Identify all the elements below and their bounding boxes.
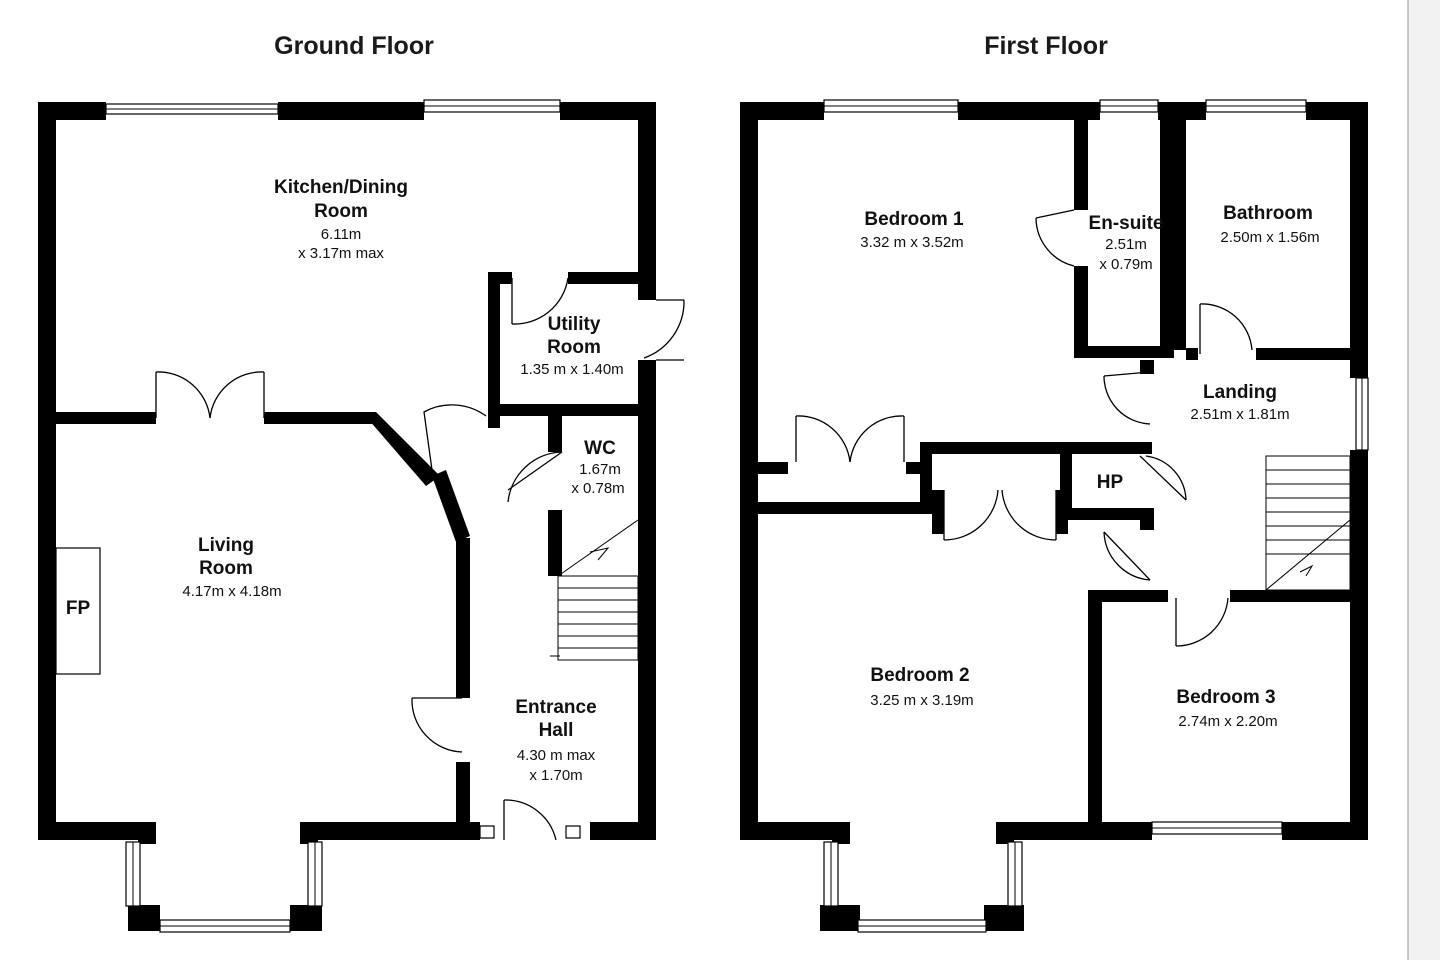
hp-label: HP — [1097, 472, 1124, 493]
wc-dim-2: x 0.78m — [571, 480, 624, 497]
ground-doors — [155, 277, 685, 841]
ground-staircase — [550, 519, 639, 661]
ground-windows — [105, 99, 581, 933]
right-margin-strip — [1408, 0, 1440, 960]
hall-name-1: Entrance — [515, 697, 596, 718]
ensuite-dim-2: x 0.79m — [1099, 256, 1152, 273]
bathroom-name: Bathroom — [1223, 203, 1313, 224]
first-floor-title: First Floor — [984, 32, 1108, 60]
ground-floor-title: Ground Floor — [274, 32, 434, 60]
landing-name: Landing — [1203, 382, 1277, 403]
first-windows — [823, 99, 1369, 933]
utility-dim: 1.35 m x 1.40m — [520, 361, 623, 378]
landing-dim: 2.51m x 1.81m — [1190, 406, 1289, 423]
bedroom2-dim: 3.25 m x 3.19m — [870, 692, 973, 709]
kitchen-name-2: Room — [314, 201, 368, 222]
kitchen-dim-1: 6.11m — [321, 226, 362, 243]
hall-dim-2: x 1.70m — [529, 767, 582, 784]
first-floor-plan: Bedroom 1 3.32 m x 3.52m En-suite 2.51m … — [740, 99, 1369, 933]
hall-name-2: Hall — [539, 720, 574, 741]
ground-exterior-walls — [38, 102, 656, 931]
living-dim: 4.17m x 4.18m — [182, 583, 281, 600]
hall-dim-1: 4.30 m max — [517, 747, 596, 764]
living-name-2: Room — [199, 558, 253, 579]
bedroom1-name: Bedroom 1 — [864, 209, 964, 230]
ensuite-name: En-suite — [1089, 213, 1164, 234]
first-staircase — [1265, 455, 1351, 591]
first-interior-walls — [758, 120, 1350, 822]
wc-dim-1: 1.67m — [579, 461, 621, 478]
ensuite-dim-1: 2.51m — [1105, 236, 1147, 253]
bedroom3-name: Bedroom 3 — [1176, 687, 1275, 708]
bedroom1-dim: 3.32 m x 3.52m — [860, 234, 963, 251]
fireplace-label: FP — [66, 598, 91, 619]
ground-interior-walls — [56, 272, 648, 822]
utility-name-1: Utility — [548, 314, 601, 335]
utility-name-2: Room — [547, 337, 601, 358]
kitchen-name-1: Kitchen/Dining — [274, 177, 408, 198]
bedroom3-dim: 2.74m x 2.20m — [1178, 713, 1277, 730]
living-name-1: Living — [198, 535, 254, 556]
bathroom-dim: 2.50m x 1.56m — [1220, 229, 1319, 246]
ground-floor-plan: FP Kitchen/Dining Room 6.11m x 3.17m max… — [38, 99, 685, 933]
kitchen-dim-2: x 3.17m max — [298, 245, 384, 262]
first-exterior-walls — [740, 102, 1368, 931]
wc-name: WC — [584, 438, 616, 459]
bedroom2-name: Bedroom 2 — [870, 665, 969, 686]
first-doors — [795, 209, 1253, 647]
fireplace — [55, 547, 101, 675]
